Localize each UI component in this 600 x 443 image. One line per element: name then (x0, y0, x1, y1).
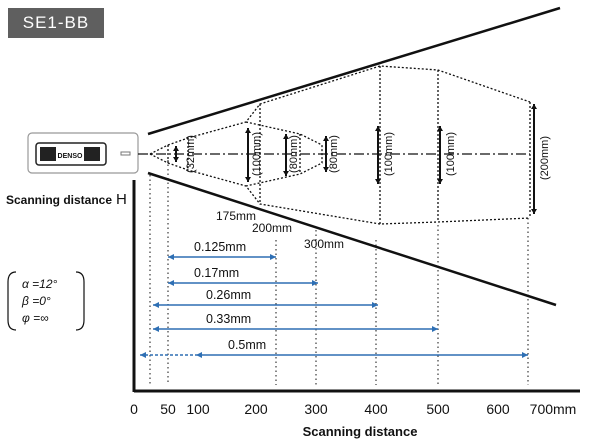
x-axis-label: Scanning distance (303, 424, 418, 439)
resolution-label: 0.33mm (206, 312, 251, 326)
tick-label: 700mm (530, 401, 577, 417)
distance-label: 300mm (304, 237, 344, 251)
tick-label: 50 (160, 401, 176, 417)
width-labels: (32mm) (100mm) (80mm) (80mm) (100mm) (10… (185, 132, 551, 180)
width-label: (80mm) (328, 135, 340, 173)
width-label: (100mm) (445, 132, 457, 176)
resolution-ranges: 0.125mm 0.17mm 0.26mm 0.33mm 0.5mm (140, 240, 528, 358)
width-label: (200mm) (539, 136, 551, 180)
cone-lower-boundary (147, 171, 557, 307)
x-axis-ticks: 0 50 100 200 300 400 500 600 700mm (130, 401, 576, 417)
parameter-box: α =12° β =0° φ =∞ (7, 271, 85, 331)
tick-label: 300 (304, 401, 328, 417)
resolution-label: 0.17mm (194, 266, 239, 280)
width-label: (100mm) (383, 132, 395, 176)
distance-label: 200mm (252, 221, 292, 235)
resolution-label: 0.5mm (228, 338, 266, 352)
width-label: (100mm) (251, 132, 263, 176)
model-name: SE1-BB (22, 13, 90, 32)
distance-label: 175mm (216, 209, 256, 223)
reading-zone (149, 65, 531, 225)
alpha-param: α =12° (22, 277, 58, 291)
resolution-label: 0.125mm (194, 240, 246, 254)
beta-param: β =0° (21, 294, 51, 308)
tick-label: 0 (130, 401, 138, 417)
tick-label: 400 (364, 401, 388, 417)
tick-label: 500 (426, 401, 450, 417)
resolution-label: 0.26mm (206, 288, 251, 302)
phi-param: φ =∞ (22, 311, 49, 325)
tick-label: 600 (486, 401, 510, 417)
cone-upper-boundary (147, 6, 561, 136)
width-arrows (173, 104, 537, 214)
width-label: (32mm) (185, 135, 197, 173)
tick-label: 100 (186, 401, 210, 417)
scanner-device: DENSO (27, 132, 139, 174)
device-logo: DENSO (58, 153, 83, 160)
width-label: (80mm) (288, 135, 300, 173)
model-tab: SE1-BB (8, 8, 104, 38)
tick-label: 200 (244, 401, 268, 417)
